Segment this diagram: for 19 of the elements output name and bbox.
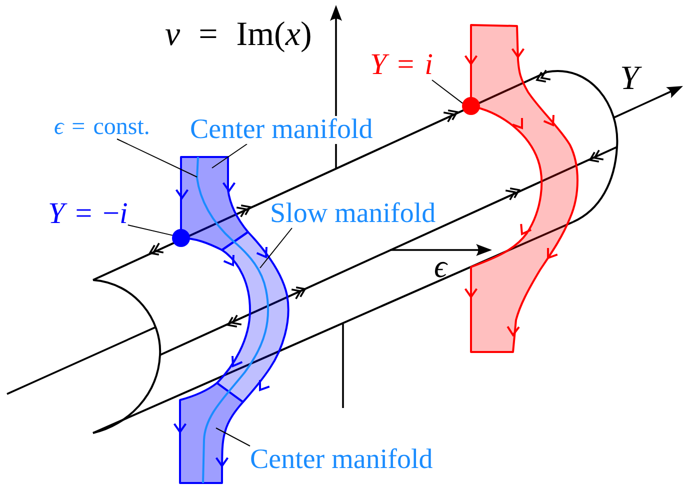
leader-line (212, 144, 248, 168)
manifold-label: Slow manifold (270, 200, 436, 228)
leader-line (127, 224, 173, 236)
leader-line (260, 228, 292, 268)
manifold-band (175, 156, 249, 251)
axis-label: v = Im(x) (165, 18, 312, 52)
dot-icon (462, 97, 480, 115)
manifold-label: Center manifold (190, 116, 373, 144)
point-label: Y = i (370, 50, 433, 80)
point-label: Y = −i (48, 199, 128, 229)
manifold-label: Center manifold (250, 446, 433, 474)
leader-line (432, 80, 463, 104)
leader-line (216, 428, 250, 446)
curve-label: ϵ = const. (54, 115, 150, 139)
leader-line (116, 138, 198, 178)
manifold-band (216, 231, 290, 403)
manifold-band (173, 382, 244, 484)
dot-icon (172, 229, 190, 247)
axis-label: ϵ (434, 250, 447, 282)
